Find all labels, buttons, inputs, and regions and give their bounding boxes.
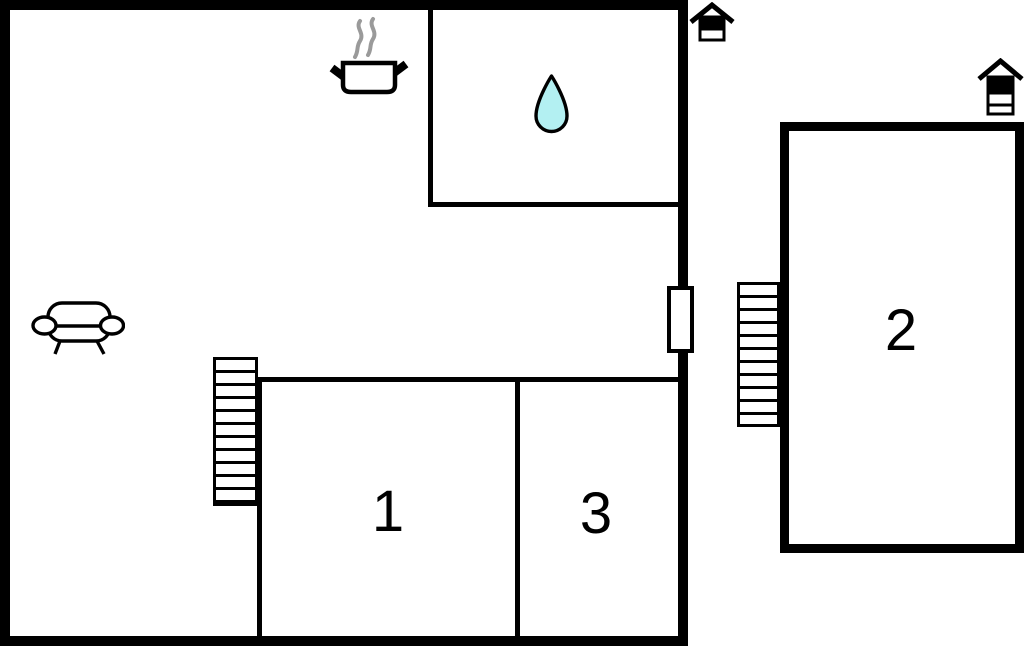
room-3-label: 3 (579, 481, 613, 546)
room-1-left-wall (257, 377, 262, 636)
bathroom-left-wall (428, 10, 433, 207)
house-entrance-icon-main (689, 2, 735, 42)
room-2-label: 2 (884, 298, 918, 363)
house-entrance-icon-annex (977, 58, 1024, 117)
stairs-icon-main (213, 357, 258, 506)
stairs-icon-annex (737, 282, 780, 427)
steam-line (353, 19, 364, 59)
steam-line (366, 17, 377, 57)
door-icon (667, 286, 694, 353)
water-drop-icon (533, 74, 570, 136)
annex-building-outline (780, 122, 1024, 553)
room-1-3-divider-wall (515, 377, 520, 636)
bathroom-bottom-wall (428, 202, 680, 207)
bedrooms-top-wall (257, 377, 680, 382)
room-1-label: 1 (371, 479, 405, 544)
cooking-pot-icon (326, 16, 412, 96)
sofa-icon (30, 298, 125, 358)
water-drop-shape (534, 74, 569, 134)
